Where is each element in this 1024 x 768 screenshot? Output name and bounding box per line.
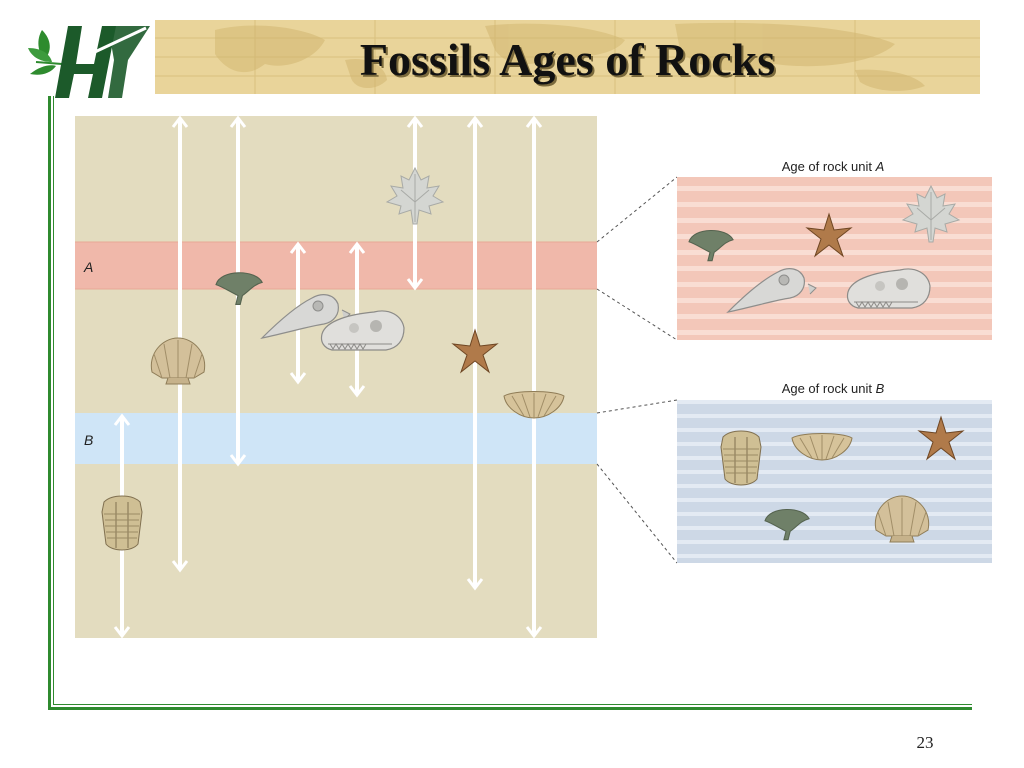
left-rail-line [48,96,51,710]
bamboo-leaves-icon [28,30,63,75]
layer-a-label: A [83,259,93,275]
page-number: 23 [916,733,934,752]
left-rail-inner-line [53,96,54,705]
inset-rock-unit-a [677,177,992,340]
world-map-background [155,20,980,94]
inset-connectors [596,176,678,564]
hy-monogram-icon [55,26,150,98]
title-banner: Fossils Ages of Rocks [155,20,980,94]
inset-b-title: Age of rock unit B [782,381,885,396]
inset-rock-unit-b [677,400,992,563]
rock-layer-b [75,413,597,464]
slide-title: Fossils Ages of Rocks [359,34,776,85]
logo [22,18,154,102]
layer-b-label: B [84,432,93,448]
bottom-rail-inner-line [53,704,972,705]
bottom-rail-line [48,707,972,710]
rock-column [75,116,597,638]
trilobite-icon [101,495,143,551]
inset-a-title: Age of rock unit A [782,159,885,174]
inset-b-trilobite-icon [720,430,762,486]
rock-layer-a [75,242,597,289]
